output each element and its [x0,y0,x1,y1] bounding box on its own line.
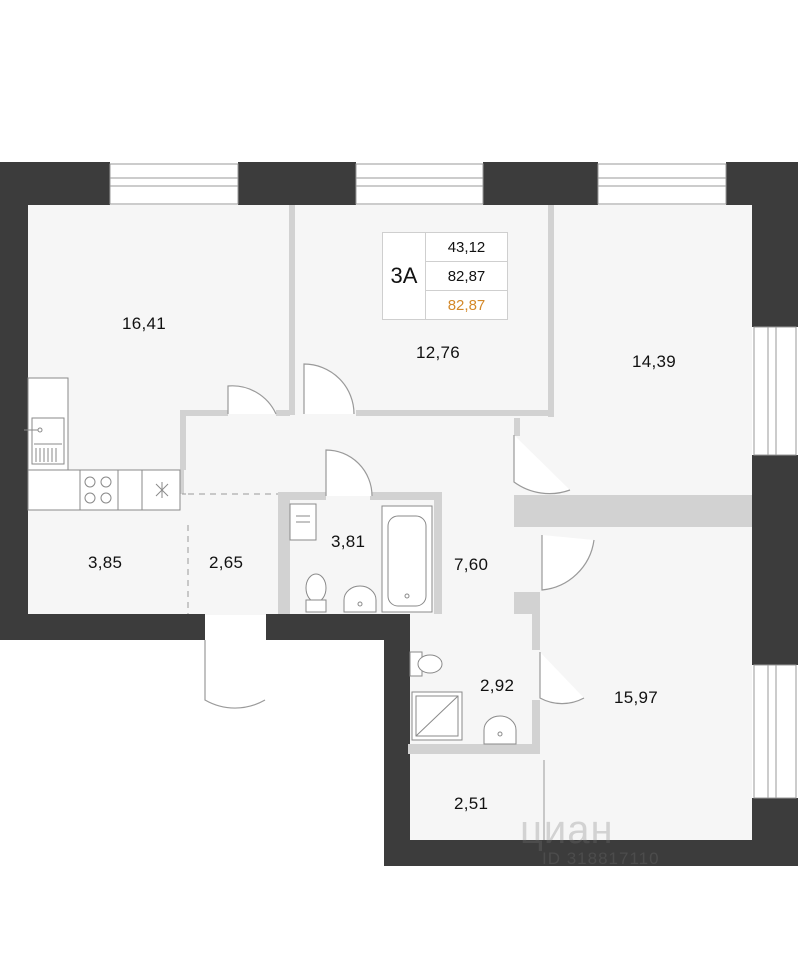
apartment-type: 3А [383,233,426,319]
toilet-bath [305,573,327,603]
window-3 [597,163,727,205]
wall-bottom-mid [266,614,406,640]
partition-vertical-2 [548,205,554,417]
window-5 [753,664,797,799]
partition-hall-top-mid [276,410,290,416]
watermark: циан ID 318817110 [520,808,660,869]
bathroom-fixtures [289,503,433,613]
window-2 [355,163,484,205]
partition-hall-top-left [180,410,228,416]
room-area-bedroom-lower: 15,97 [614,688,659,707]
room-area-storage-left: 3,85 [88,553,123,572]
wall-bottom [384,840,798,866]
partition-wc-right-low [532,700,540,750]
partition-bath-right [434,492,442,614]
living-area-value: 43,12 [426,233,507,262]
watermark-brand: циан [520,808,614,852]
door-bedroom-lower [541,535,595,591]
toilet-wc [417,654,443,674]
wall-lower-left [384,614,410,866]
total-area-value: 82,87 [426,262,507,291]
wc-fixtures [409,651,517,745]
wall-right-mid [752,455,798,665]
window-1 [109,163,239,205]
partition-bath-top-b [370,492,440,500]
washbasin-wc [483,715,517,745]
partition-wc-bottom [408,744,540,754]
partitions [178,205,752,754]
door-bedroom-middle [303,363,355,415]
wall-bottom-left [0,614,205,640]
wall-right-low [752,798,798,866]
door-wc [539,652,585,705]
room-area-closet: 2,51 [454,794,489,813]
room-area-entry: 2,65 [209,553,244,572]
washbasin-bath [343,585,377,613]
kitchen-fixtures [24,377,181,511]
door-bedroom-right [513,435,571,495]
apartment-info-box: 3А 43,12 82,87 82,87 [382,232,508,320]
room-area-toilet: 2,92 [480,676,515,695]
partition-hall-right-low [514,592,540,614]
room-area-kitchen-living: 16,41 [122,314,167,333]
doors [204,363,595,709]
room-area-bedroom-right: 14,39 [632,352,677,371]
wall-top-pier-1 [238,162,356,205]
watermark-id: ID 318817110 [542,849,660,868]
door-entry [204,640,266,709]
partition-bath-left [278,492,290,614]
partition-bath-top-a [278,492,326,500]
room-area-bedroom-middle: 12,76 [416,343,461,362]
windows [109,163,797,799]
partition-kitchen-right [178,470,184,494]
exterior-walls [0,162,798,866]
wall-left [0,162,28,640]
partition-bedroom-divider [514,495,752,527]
partition-bedroom-right-stub [514,418,520,436]
room-area-hall: 7,60 [454,555,489,574]
door-kitchen [227,385,277,415]
total-area-highlight-value: 82,87 [447,296,486,314]
partition-vertical-1 [289,205,295,415]
wall-right-top [752,162,798,327]
door-bath [325,449,373,497]
window-4 [753,326,797,456]
partition-wc-right [532,614,540,650]
stove [79,469,119,511]
partition-hall-top-right [356,410,554,416]
partition-hall-left [180,410,186,470]
wall-top-pier-2 [483,162,598,205]
room-area-bathroom: 3,81 [331,532,366,551]
